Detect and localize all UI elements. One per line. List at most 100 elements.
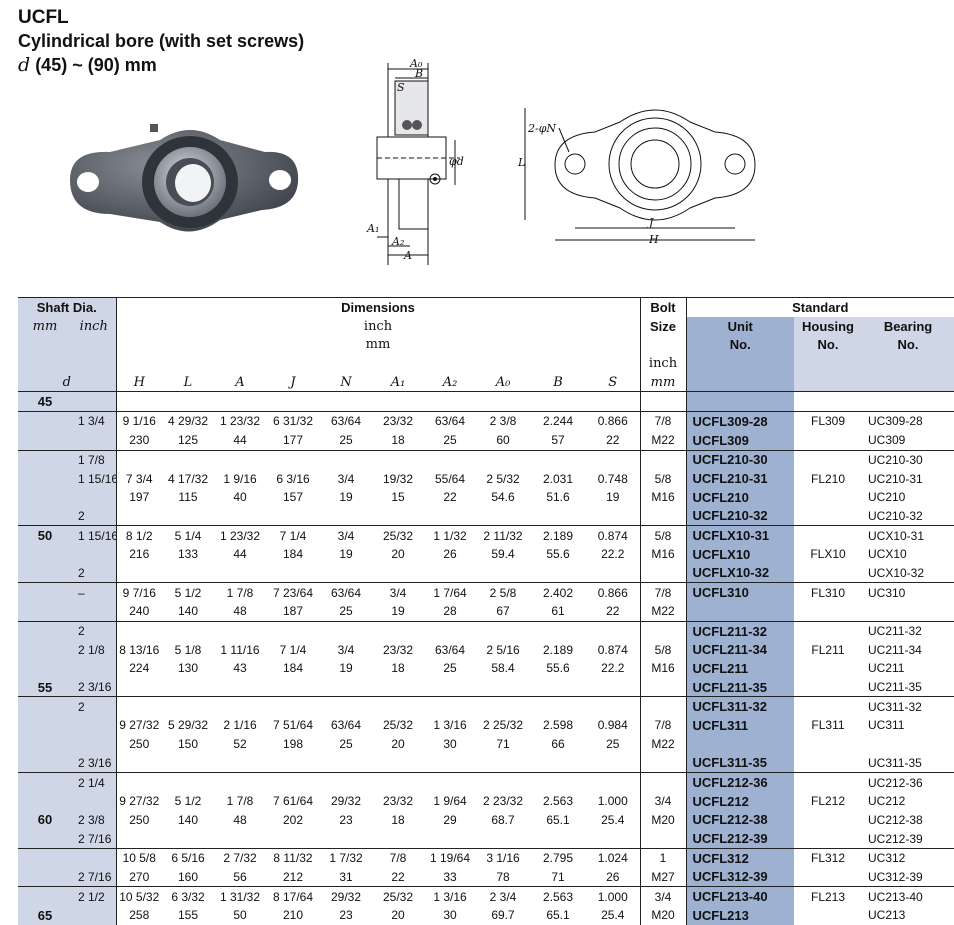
cell-n: 25 (339, 604, 353, 619)
cell-a0: 71 (496, 737, 510, 752)
cell-a2: 29 (443, 812, 457, 827)
cell-a0 (476, 392, 530, 412)
cell-unit: UCFLX10-31 (685, 525, 794, 545)
cell-a2: 28 (443, 604, 457, 619)
cell-housing (794, 526, 862, 545)
cell-a: 2 7/32 (223, 851, 257, 866)
label-a1: A₁ (366, 222, 379, 235)
cell-bolt (639, 506, 686, 526)
cell-unit: UCFLX10-32 (685, 563, 794, 583)
cell-b (530, 678, 586, 697)
cell-a0: 60 (496, 433, 510, 448)
cell-a (214, 678, 266, 697)
cell-housing (794, 659, 862, 678)
cell-a1: 7/8 (389, 851, 407, 866)
cell-bearing (862, 392, 954, 412)
cell-inch: 2 (72, 563, 116, 583)
cell-inch: – (72, 582, 116, 602)
cell-inch: 2 3/16 (72, 753, 116, 773)
cell-a0: 2 5/8 (489, 585, 517, 600)
cell-h (115, 563, 162, 583)
cell-bearing: UC211-34 (868, 642, 922, 657)
head-bolt1: Bolt (639, 297, 686, 317)
cell-j: 157 (282, 490, 304, 505)
cell-bearing (862, 602, 954, 621)
cell-a2: 25 (443, 661, 457, 676)
cell-inch (72, 602, 116, 622)
cell-unit: UCFL210-32 (685, 506, 794, 526)
col-l: L (183, 374, 193, 390)
cell-a1 (372, 564, 424, 583)
cell-s: 25.4 (601, 908, 625, 923)
cell-n (320, 392, 372, 412)
cell-a2 (424, 392, 476, 412)
cell-h (115, 391, 162, 412)
cell-a0: 3 1/16 (486, 851, 520, 866)
col-a1: A₁ (390, 374, 406, 390)
cell-n: 29/32 (330, 794, 362, 809)
cell-s (586, 564, 640, 583)
cell-bearing: UC312-39 (868, 869, 923, 884)
cell-a0: 2 5/32 (486, 471, 520, 486)
label-phi-d: φd (449, 155, 464, 168)
cell-inch (72, 544, 116, 564)
cell-bearing: UC213-40 (868, 889, 923, 904)
cell-n (320, 773, 372, 792)
head-bolt2: Size (639, 316, 686, 336)
cell-bearing: UC311-32 (868, 699, 922, 714)
cell-a1: 19 (391, 604, 405, 619)
cell-a1: 20 (391, 547, 405, 562)
cell-b (530, 564, 586, 583)
cell-a (214, 773, 266, 792)
cell-a (214, 392, 266, 412)
cell-s: 25 (606, 737, 620, 752)
cell-s: 26 (606, 869, 620, 884)
cell-housing (794, 507, 862, 526)
cell-a0: 69.7 (491, 908, 515, 923)
cell-s (586, 697, 640, 716)
cell-housing (794, 431, 862, 450)
cell-j: 198 (282, 737, 304, 752)
cell-a2: 33 (443, 869, 457, 884)
cell-mm (18, 487, 72, 507)
cell-bolt: 5/8 (639, 525, 686, 545)
cell-n: 63/64 (330, 718, 362, 733)
cell-a: 44 (233, 547, 247, 562)
cell-housing (794, 754, 862, 773)
cell-a2: 1 7/64 (433, 585, 467, 600)
cell-a1 (372, 829, 424, 848)
cell-s (586, 450, 640, 469)
cell-housing (794, 621, 862, 640)
cell-h (115, 677, 162, 697)
cell-n: 23 (339, 908, 353, 923)
cell-b: 65.1 (546, 908, 570, 923)
cell-housing (794, 697, 862, 716)
cell-h: 7 3/4 (115, 469, 162, 488)
label-b: B (414, 67, 423, 80)
cell-mm (18, 867, 72, 887)
label-a0: A₀ (409, 57, 423, 70)
head-dim-inch: inch (115, 316, 640, 336)
cell-unit: UCFL212 (685, 791, 794, 811)
cell-a: 56 (233, 869, 247, 884)
cell-housing (794, 773, 862, 792)
cell-housing (794, 868, 862, 887)
cell-a2: 30 (443, 908, 457, 923)
cell-unit: UCFLX10 (685, 544, 794, 564)
cell-a2: 55/64 (434, 471, 466, 486)
cell-l (162, 507, 214, 526)
cell-bolt: M22 (639, 734, 686, 754)
cell-l: 5 1/2 (174, 794, 202, 809)
head-standard: Standard (685, 297, 954, 317)
cell-j: 187 (282, 604, 304, 619)
head-housing: Housing (794, 316, 862, 336)
cell-j: 210 (282, 908, 304, 923)
section-drawing: A₀ B S φd A₁ A₂ A (366, 57, 464, 265)
cell-a2 (424, 773, 476, 792)
cell-l (162, 754, 214, 773)
